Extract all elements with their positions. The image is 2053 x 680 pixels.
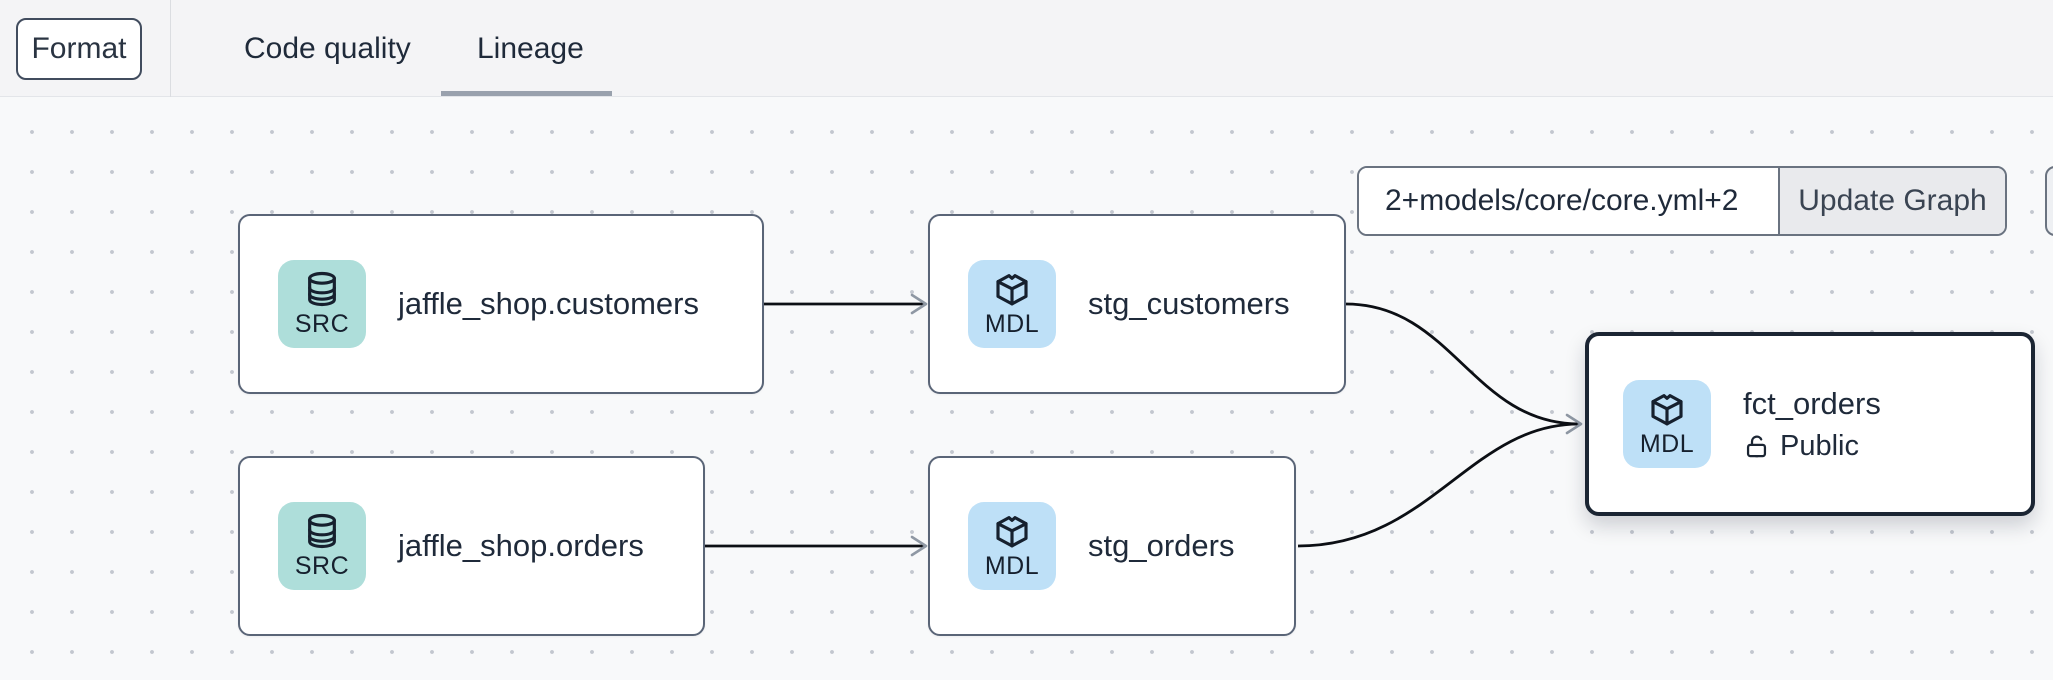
graph-selector-group: Update Graph bbox=[1357, 166, 2007, 236]
database-icon bbox=[308, 513, 336, 549]
arrowhead-icon bbox=[910, 293, 928, 315]
node-label: jaffle_shop.customers bbox=[398, 286, 699, 321]
tab-lineage[interactable]: Lineage bbox=[477, 31, 584, 65]
update-graph-button[interactable]: Update Graph bbox=[1778, 168, 2005, 234]
arrowhead-icon bbox=[1565, 413, 1583, 435]
tab-code-quality[interactable]: Code quality bbox=[244, 31, 411, 65]
format-button[interactable]: Format bbox=[16, 18, 142, 80]
node-stg-orders[interactable]: MDL stg_orders bbox=[928, 456, 1296, 636]
node-jaffle-shop-orders[interactable]: SRC jaffle_shop.orders bbox=[238, 456, 705, 636]
node-label: stg_orders bbox=[1088, 528, 1235, 563]
model-badge: MDL bbox=[968, 260, 1056, 348]
model-cube-icon bbox=[996, 516, 1028, 548]
active-tab-indicator bbox=[441, 91, 612, 96]
source-badge: SRC bbox=[278, 260, 366, 348]
node-text-stack: fct_orders Public bbox=[1743, 386, 1881, 463]
edge-stgorders-to-fct bbox=[1297, 422, 1580, 548]
model-badge: MDL bbox=[1623, 380, 1711, 468]
access-label: Public bbox=[1780, 429, 1859, 462]
node-fct-orders[interactable]: MDL fct_orders Public bbox=[1585, 332, 2035, 516]
topbar: Format Code quality Lineage bbox=[0, 0, 2053, 97]
node-label: jaffle_shop.orders bbox=[398, 528, 644, 563]
node-label: stg_customers bbox=[1088, 286, 1290, 321]
database-icon bbox=[308, 271, 336, 307]
node-stg-customers[interactable]: MDL stg_customers bbox=[928, 214, 1346, 394]
edge-stgcustomers-to-fct bbox=[1345, 302, 1580, 426]
resource-type-label: SRC bbox=[294, 552, 350, 580]
model-badge: MDL bbox=[968, 502, 1056, 590]
resource-type-label: MDL bbox=[1639, 430, 1695, 458]
arrowhead-icon bbox=[910, 535, 928, 557]
node-label: fct_orders bbox=[1743, 385, 1881, 421]
lineage-canvas[interactable]: SRC jaffle_shop.customers MDL stg_custom… bbox=[0, 97, 2053, 680]
resource-type-label: SRC bbox=[294, 310, 350, 338]
selector-input[interactable] bbox=[1359, 168, 1778, 234]
node-jaffle-shop-customers[interactable]: SRC jaffle_shop.customers bbox=[238, 214, 764, 394]
model-cube-icon bbox=[996, 274, 1028, 306]
partial-right-control[interactable] bbox=[2045, 166, 2053, 236]
topbar-divider bbox=[170, 0, 171, 97]
access-row: Public bbox=[1743, 430, 1881, 463]
model-cube-icon bbox=[1651, 394, 1683, 426]
resource-type-label: MDL bbox=[984, 310, 1040, 338]
resource-type-label: MDL bbox=[984, 552, 1040, 580]
source-badge: SRC bbox=[278, 502, 366, 590]
unlock-icon bbox=[1746, 435, 1767, 457]
